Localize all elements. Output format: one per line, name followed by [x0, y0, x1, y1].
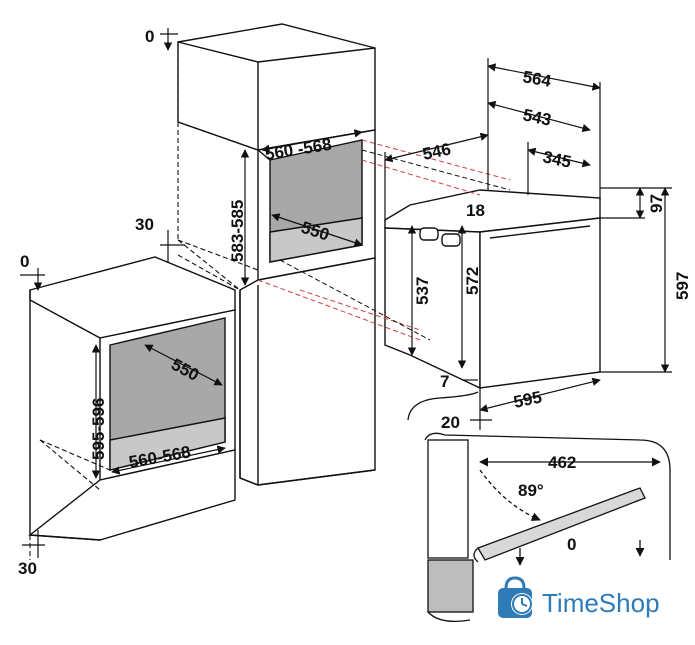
label-door-0: 0 [567, 535, 576, 554]
brand-logo: TimeShop [498, 576, 660, 618]
label-oven-572: 572 [463, 267, 482, 295]
label-oven-18: 18 [466, 201, 485, 220]
dim-line-550-low [144, 344, 223, 386]
low-cabinet-dashed [29, 299, 111, 560]
dim-line-546 [384, 132, 489, 163]
label-oven-20: 20 [441, 413, 460, 432]
dim-line-564 [487, 63, 601, 91]
label-tall-30: 30 [135, 215, 154, 234]
label-low-595-596: 595-596 [89, 398, 108, 460]
door-angle-arc [479, 469, 541, 521]
dim-line-345 [527, 147, 591, 168]
label-oven-537: 537 [413, 277, 432, 305]
label-door-angle: 89° [518, 481, 544, 500]
dim-line-550-top [271, 213, 363, 247]
low-cabinet [28, 256, 236, 541]
dim-line-560-low [111, 445, 226, 475]
label-oven-546: 546 [421, 139, 453, 163]
label-top-0: 0 [145, 27, 154, 46]
label-oven-97: 97 [647, 194, 666, 213]
label-low-0: 0 [20, 252, 29, 271]
label-low-30: 30 [18, 559, 37, 578]
tall-cabinet-dashed-side [177, 42, 259, 291]
brand-name: TimeShop [542, 588, 660, 618]
label-oven-543: 543 [521, 105, 553, 129]
dim-line-560-top [261, 129, 363, 153]
label-niche-583-585: 583-585 [228, 200, 247, 262]
dim-line-595 [479, 377, 601, 413]
dim-line-543 [487, 100, 591, 133]
door-detail [407, 391, 671, 623]
label-oven-564: 564 [521, 67, 553, 91]
label-oven-345: 345 [541, 147, 573, 171]
label-oven-595: 595 [512, 387, 544, 411]
label-door-462: 462 [548, 453, 576, 472]
label-oven-7: 7 [440, 372, 449, 391]
shopping-bag-clock-icon [498, 576, 533, 618]
label-oven-597: 597 [673, 272, 692, 300]
